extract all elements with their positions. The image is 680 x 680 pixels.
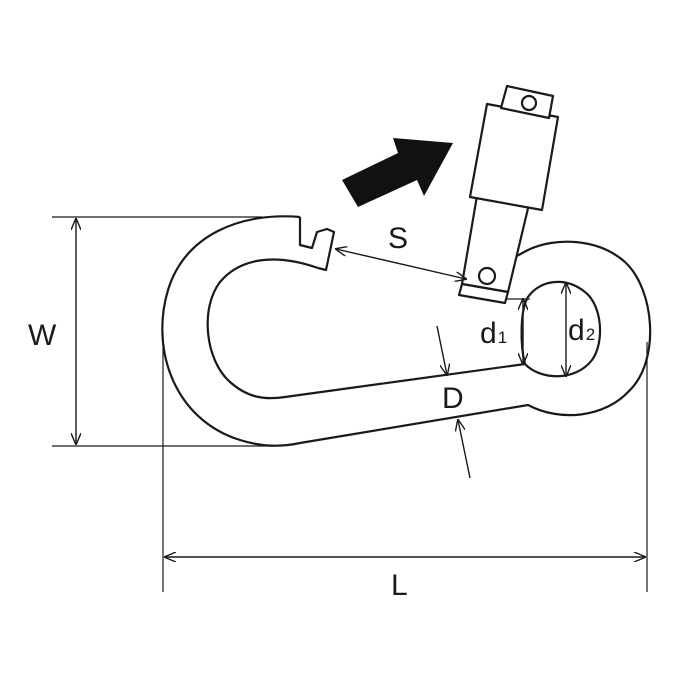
spring-gate: [457, 84, 560, 305]
d1-label: d1: [480, 317, 507, 350]
d-label: D: [442, 382, 464, 415]
d2-label-main: d: [568, 314, 585, 347]
d1-label-main: d: [480, 317, 497, 350]
gate-rivet-upper: [520, 94, 538, 112]
gate-tip: [457, 282, 510, 305]
gate-sleeve: [468, 102, 560, 212]
d-arrow-top: [436, 325, 447, 375]
d2-label-sub: 2: [586, 325, 595, 344]
l-label: L: [391, 569, 408, 602]
d-arrow-bottom: [458, 420, 471, 479]
hook-inner-contour: [206, 258, 526, 400]
s-dimension-line: [336, 249, 466, 279]
w-label: W: [28, 319, 57, 352]
s-label: S: [388, 222, 408, 255]
hook-nose-notch: [298, 217, 336, 272]
hook-outer-contour: [161, 215, 652, 447]
gate-rivet-lower: [477, 266, 497, 286]
d2-label: d2: [568, 314, 595, 347]
d1-label-sub: 1: [498, 328, 507, 347]
open-direction-arrow-icon: [342, 138, 453, 207]
